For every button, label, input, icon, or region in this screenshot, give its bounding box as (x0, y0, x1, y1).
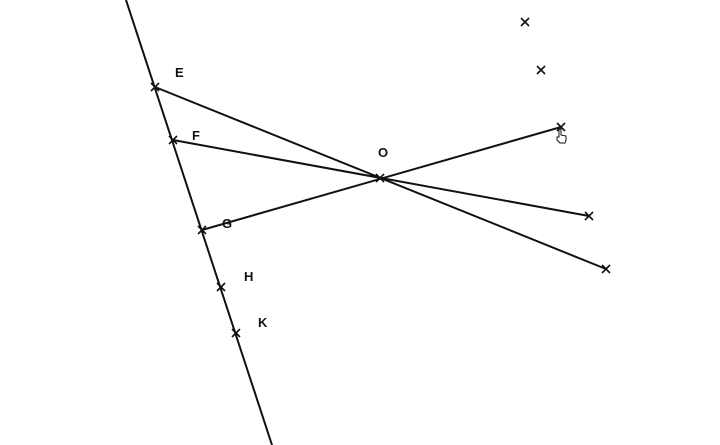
point-marker-P5[interactable] (601, 264, 611, 274)
point-marker-H[interactable] (216, 282, 226, 292)
hand-pointer-icon (556, 128, 567, 144)
label-G: G (222, 216, 232, 231)
point-marker-P4[interactable] (584, 211, 594, 221)
point-marker-E[interactable] (150, 82, 160, 92)
label-O: O (378, 145, 388, 160)
line-main[interactable] (125, 0, 273, 445)
point-marker-F[interactable] (168, 135, 178, 145)
point-marker-P1[interactable] (520, 17, 530, 27)
label-K: K (258, 315, 268, 330)
point-marker-P2[interactable] (536, 65, 546, 75)
label-E: E (175, 65, 184, 80)
point-marker-G[interactable] (197, 225, 207, 235)
point-marker-O[interactable] (375, 173, 385, 183)
point-marker-P3[interactable] (556, 122, 566, 132)
point-marker-K[interactable] (231, 328, 241, 338)
label-H: H (244, 269, 253, 284)
label-F: F (192, 128, 200, 143)
